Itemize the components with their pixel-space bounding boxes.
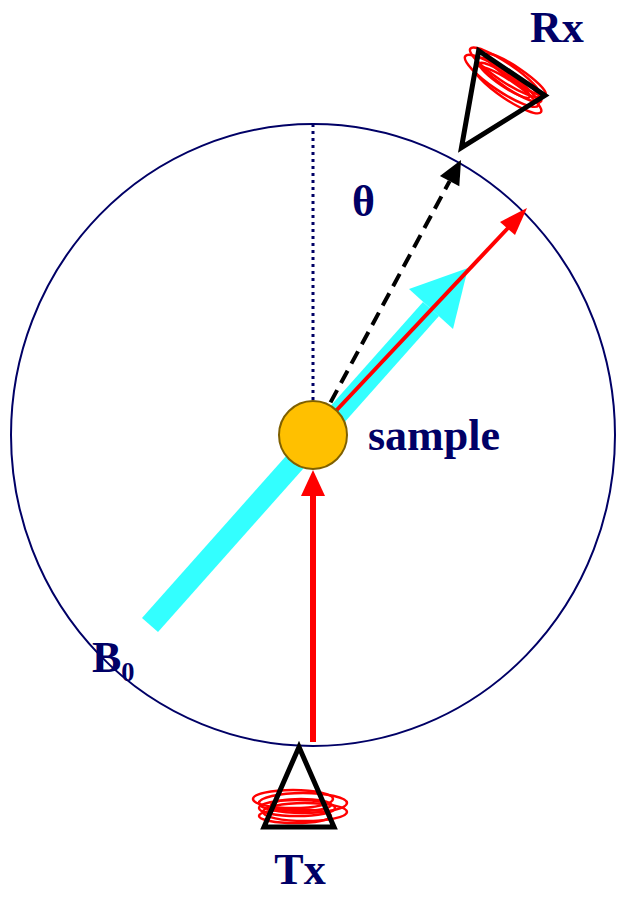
detection-direction-arrow: [331, 160, 461, 402]
sample-circle: sample: [278, 400, 348, 470]
incident-wave-arrow: [301, 470, 325, 742]
connector-line: [331, 181, 450, 402]
field-label: B₀: [92, 636, 135, 680]
arrow-head: [301, 470, 325, 496]
sample-circle-shape: [278, 400, 348, 470]
receiver-antenna-shape: [425, 2, 613, 160]
scattered-wave-arrow: [333, 228, 508, 414]
receiver-label: Rx: [530, 6, 584, 50]
transmitter-antenna: Tx: [250, 742, 350, 902]
vertical-reference: [312, 122, 315, 400]
transmitter-label: Tx: [250, 848, 350, 892]
arrow-head: [440, 160, 461, 186]
sample-label: sample: [368, 414, 500, 458]
connector-line: [310, 496, 316, 742]
receiver-antenna: Rx: [425, 2, 613, 160]
angle-label: θ: [352, 180, 375, 224]
scattered-wave-head: [500, 208, 527, 235]
